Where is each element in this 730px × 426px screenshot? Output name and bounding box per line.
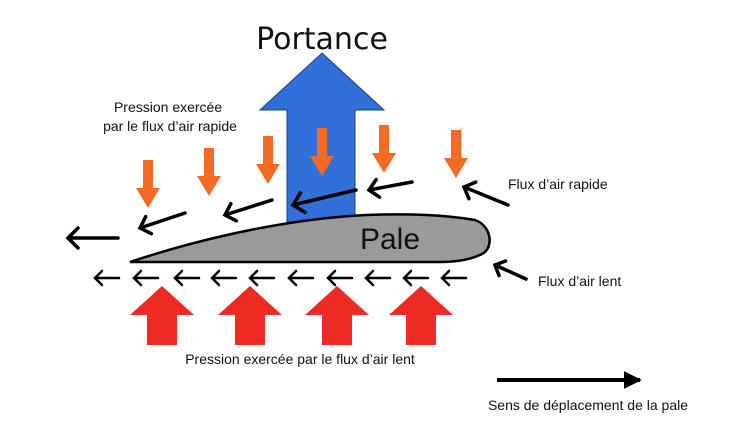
slow-pressure-label: Pression exercée par le flux d’air lent xyxy=(185,351,415,367)
airflow-arrow xyxy=(290,188,358,215)
lift-label: Portance xyxy=(256,22,388,57)
airflow-arrow xyxy=(402,269,430,287)
airflow-arrows xyxy=(65,177,528,287)
airflow-arrow xyxy=(210,269,238,287)
fast-flow-label: Flux d’air rapide xyxy=(508,176,608,192)
fast-pressure-arrow xyxy=(444,130,468,178)
airflow-arrow xyxy=(492,259,528,281)
airflow-arrow xyxy=(326,269,354,287)
slow-pressure-arrow xyxy=(389,286,453,345)
fast-pressure-arrow xyxy=(310,128,334,176)
fast-pressure-arrow xyxy=(197,148,221,196)
slow-pressure-arrow xyxy=(218,286,282,345)
airflow-arrow xyxy=(248,269,276,287)
slow-flow-label: Flux d’air lent xyxy=(538,273,621,289)
fast-pressure-arrow xyxy=(136,160,160,208)
slow-pressure-arrow xyxy=(130,286,194,345)
fast-pressure-label: Pression exercée par le flux d’air rapid… xyxy=(103,99,237,134)
airflow-arrow xyxy=(173,269,201,287)
blade-label: Pale xyxy=(360,223,420,256)
fast-pressure-arrow xyxy=(372,125,396,173)
airflow-arrow xyxy=(364,269,392,287)
fast-pressure-arrows xyxy=(136,125,468,208)
airflow-arrow xyxy=(287,269,315,287)
airflow-arrow xyxy=(137,211,187,236)
direction-label: Sens de déplacement de la pale xyxy=(488,397,688,413)
slow-pressure-arrow xyxy=(305,286,369,345)
airflow-arrow xyxy=(461,180,510,207)
blade xyxy=(129,213,491,264)
slow-pressure-arrows xyxy=(130,286,453,345)
airflow-arrow xyxy=(132,269,160,287)
airflow-arrow xyxy=(93,269,121,287)
airflow-arrow xyxy=(366,177,414,199)
airflow-arrow xyxy=(65,226,120,250)
airflow-arrow xyxy=(440,269,468,287)
fast-pressure-arrow xyxy=(256,136,280,184)
airflow-arrow xyxy=(222,198,274,223)
